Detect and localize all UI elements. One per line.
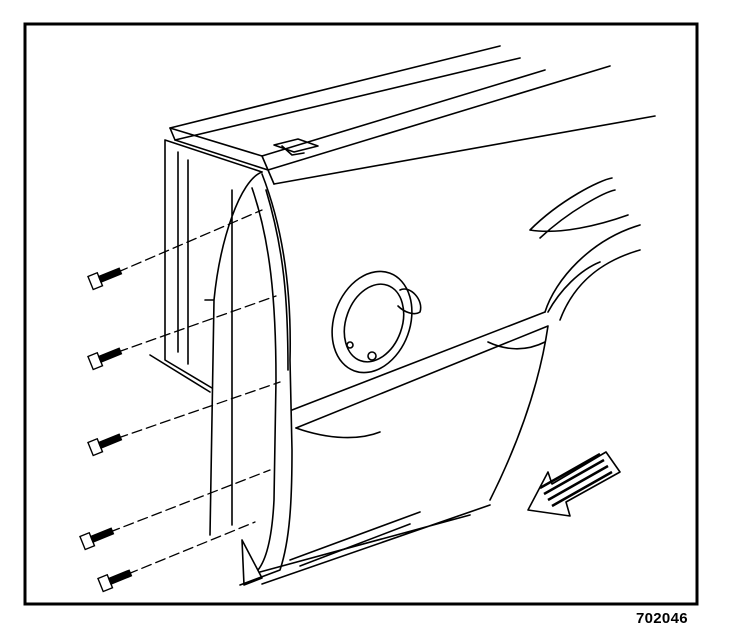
fuel-door-inner: [343, 283, 405, 363]
fuel-door-bolt-2: [346, 341, 354, 349]
bolt-1: [87, 267, 123, 291]
leader-line-4: [109, 469, 271, 533]
leader-line-5: [127, 521, 256, 575]
fuel-door-outer: [331, 270, 413, 374]
leader-line-1: [117, 209, 263, 273]
wheel-opening: [544, 224, 641, 321]
figure-id-label: 702046: [636, 610, 688, 627]
bolt-2: [87, 347, 123, 371]
leader-line-3: [117, 381, 281, 439]
bolt-4: [79, 527, 115, 551]
rocker-lines: [289, 511, 421, 567]
stake-pocket: [273, 138, 319, 156]
top-rail: [169, 45, 656, 185]
fuel-door-bolt-1: [367, 351, 377, 361]
side-sculpt: [529, 177, 629, 239]
molding-highlight: [487, 341, 546, 350]
bolt-3: [87, 433, 123, 457]
inner-wall: [149, 139, 263, 393]
front-arrow-icon: [527, 451, 621, 517]
leader-line-2: [117, 295, 277, 353]
fuel-cap-tab: [397, 288, 422, 315]
panel-bottom-edge: [259, 504, 491, 585]
rear-pillar: [204, 171, 263, 536]
trim-lip: [241, 189, 289, 586]
molding-lower-edge: [295, 427, 381, 439]
figure-border: [23, 22, 699, 606]
corner-trim: [239, 173, 293, 586]
bolt-5: [97, 569, 133, 593]
side-molding: [291, 261, 601, 501]
rail-corner-cap: [169, 127, 275, 185]
